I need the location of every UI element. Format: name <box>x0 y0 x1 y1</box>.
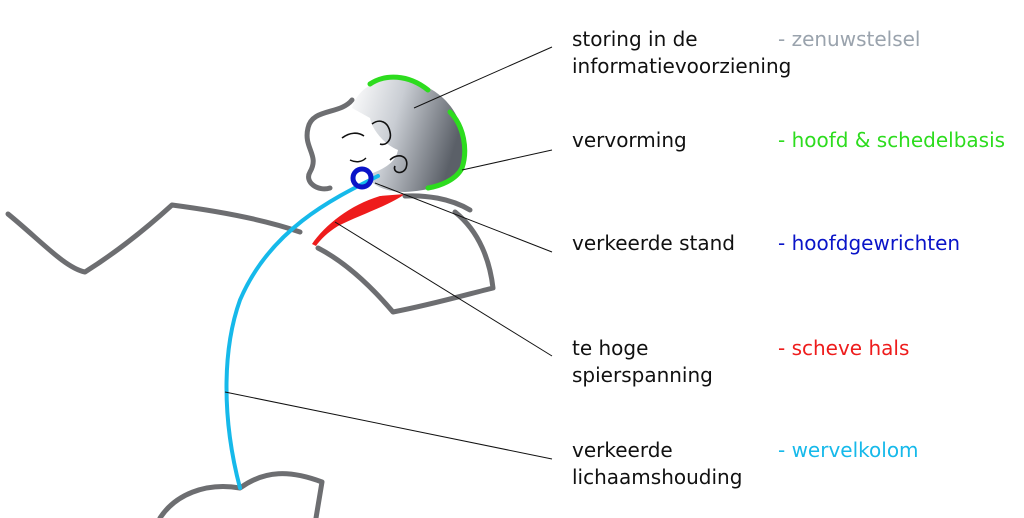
category-nervous-system: - zenuwstelsel <box>778 27 921 51</box>
hair-outline <box>304 97 355 192</box>
skull-base-highlight-side <box>425 109 468 191</box>
eye-closed-1 <box>341 132 365 139</box>
label-line: storing in de <box>572 27 698 51</box>
leg-outline <box>157 471 325 518</box>
label-deformation: vervorming <box>572 127 687 154</box>
category-crooked-neck: - scheve hals <box>778 336 910 360</box>
label-information-disorder: storing in de informatievoorziening <box>572 26 791 80</box>
label-line: spierspanning <box>572 363 713 387</box>
eye-closed-2 <box>371 120 392 146</box>
ear <box>389 155 408 174</box>
arm-left-outline <box>5 202 303 275</box>
head-skull-shape <box>352 79 465 192</box>
neck-tension-region <box>312 194 405 246</box>
category-head-skull-base: - hoofd & schedelbasis <box>778 128 1006 152</box>
label-muscle-tension: te hoge spierspanning <box>572 335 713 389</box>
head-joint-ring <box>350 166 374 190</box>
label-line: informatievoorziening <box>572 54 792 78</box>
leader-line-nervous-system <box>413 46 553 109</box>
leader-line-deformation <box>461 149 553 171</box>
label-line: lichaamshouding <box>572 465 743 489</box>
label-wrong-posture: verkeerde lichaamshouding <box>572 437 742 491</box>
category-spine: - wervelkolom <box>778 438 919 462</box>
category-head-joints: - hoofdgewrichten <box>778 231 961 255</box>
spine-curve <box>224 174 380 490</box>
leader-line-head-joints <box>374 182 553 253</box>
label-line: verkeerde stand <box>572 231 735 255</box>
leader-line-posture <box>224 391 553 460</box>
label-line: te hoge <box>572 336 649 360</box>
label-line: verkeerde <box>572 438 673 462</box>
mouth <box>349 157 367 163</box>
label-wrong-position: verkeerde stand <box>572 230 735 257</box>
label-line: vervorming <box>572 128 687 152</box>
skull-base-highlight-top <box>367 74 431 93</box>
shoulder-outline <box>402 193 473 213</box>
leader-line-muscle-tension <box>334 221 553 357</box>
torso-right-outline <box>315 209 496 315</box>
